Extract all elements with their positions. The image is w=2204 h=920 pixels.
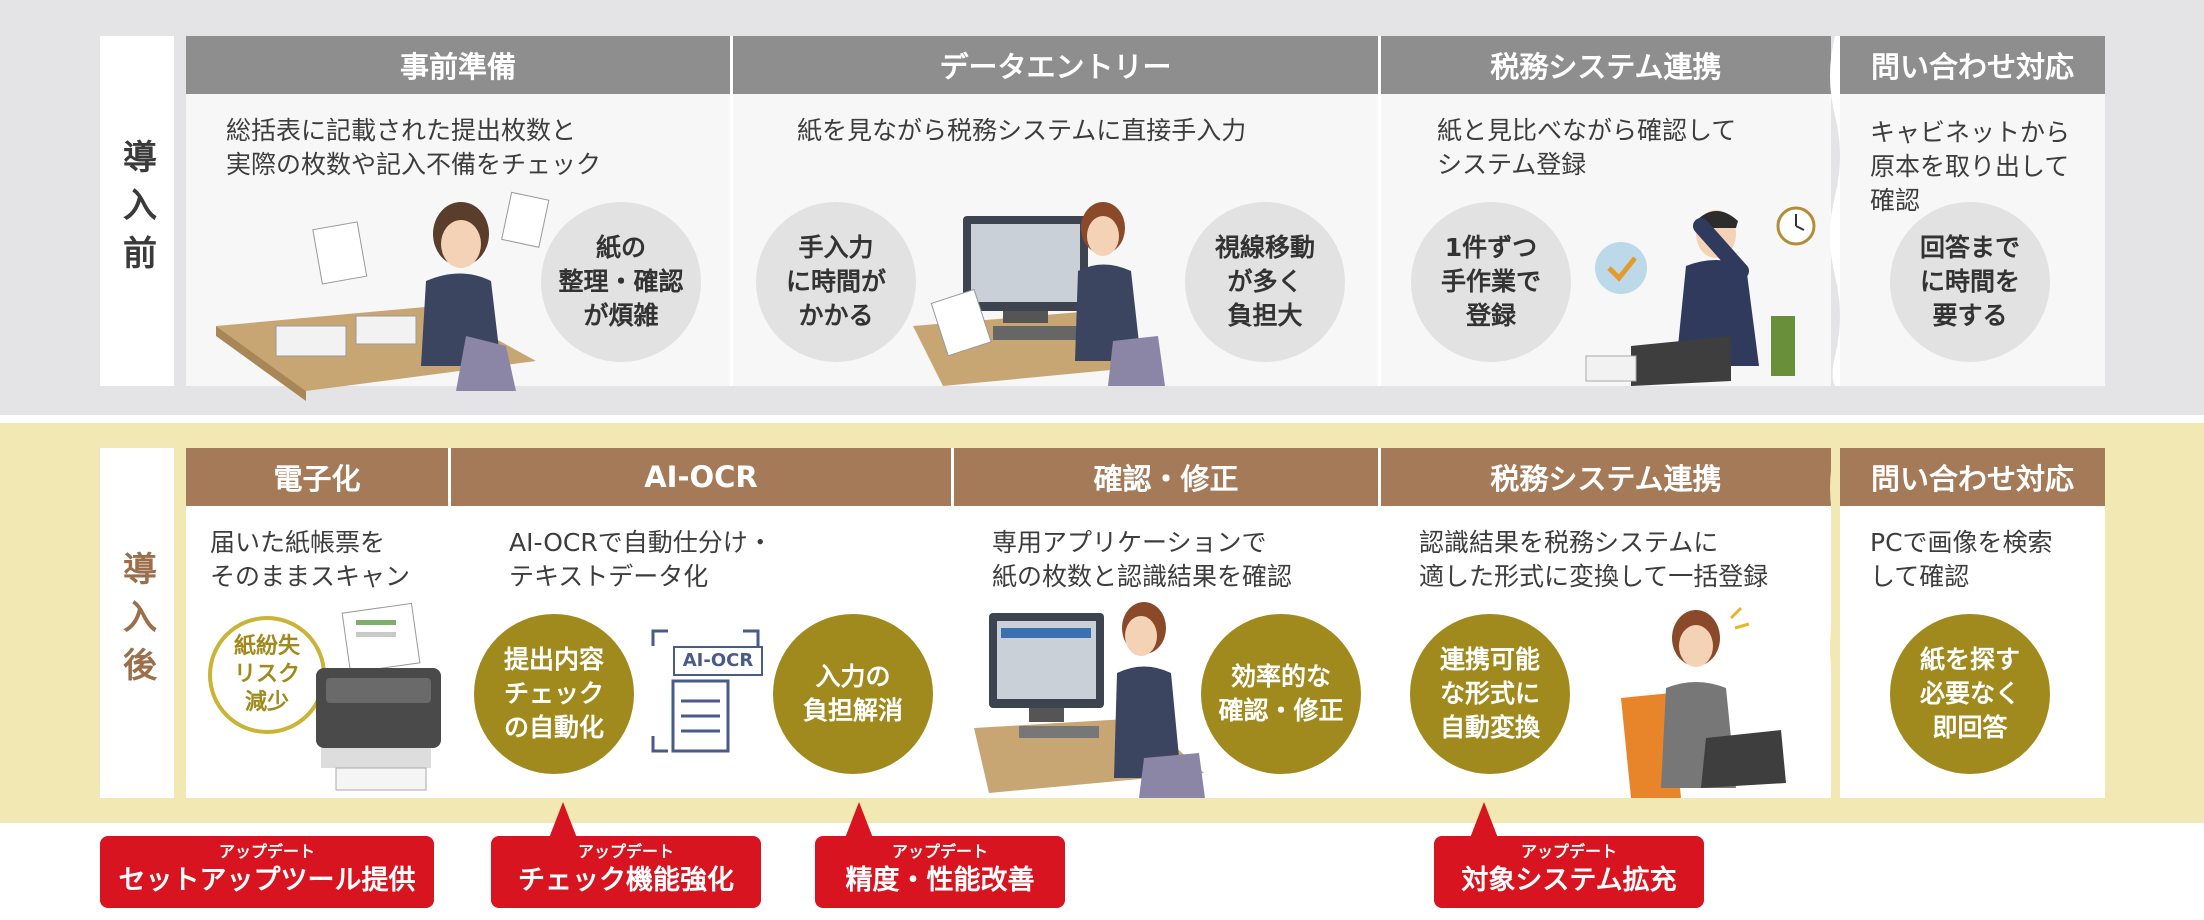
column-description: 総括表に記載された提出枚数と 実際の枚数や記入不備をチェック: [226, 116, 602, 179]
column-description: キャビネットから 原本を取り出して 確認: [1870, 118, 2071, 215]
before-side-label: 導入前: [100, 36, 174, 386]
issue-circle-right: 視線移動 が多く 負担大: [1185, 202, 1345, 362]
update-badge-accuracy: アップデート 精度・性能改善: [815, 802, 1065, 908]
issue-circle: 1件ずつ 手作業で 登録: [1411, 202, 1571, 362]
column-header: データエントリー: [733, 36, 1378, 94]
ai-ocr-document-icon: [651, 629, 760, 753]
benefit-circle: 効率的な 確認・修正: [1201, 614, 1361, 774]
column-description: PCで画像を検索 して確認: [1870, 528, 2053, 591]
woman-with-headset-illustration: [974, 602, 1205, 798]
update-pointer: [549, 802, 577, 838]
column-divider: [448, 448, 451, 798]
column-divider: [1378, 36, 1381, 386]
column-divider: [951, 448, 954, 798]
column-divider: [730, 36, 733, 386]
benefit-circle-left: 提出内容 チェック の自動化: [474, 614, 634, 774]
column-description: 届いた紙帳票を そのままスキャン: [210, 528, 411, 591]
before-column-data-entry: データエントリー 紙を見ながら税務システムに直接手入力 手入力 に時間が かかる…: [733, 36, 1378, 386]
column-header: 電子化: [186, 448, 448, 506]
issue-circle-left: 手入力 に時間が かかる: [756, 202, 916, 362]
after-column-verify: 確認・修正 専用アプリケーションで 紙の枚数と認識結果を確認 効率的な 確認・修…: [954, 448, 1378, 798]
column-header: 事前準備: [186, 36, 730, 94]
column-description: 紙と見比べながら確認して システム登録: [1437, 116, 1737, 179]
after-column-ai-ocr: AI-OCR AI-OCRで自動仕分け・ テキストデータ化 提出内容 チェック …: [451, 448, 951, 798]
issue-circle: 回答まで に時間を 要する: [1890, 202, 2050, 362]
scanner-illustration: [316, 602, 441, 791]
update-pointer: [845, 802, 873, 838]
column-description: 認識結果を税務システムに 適した形式に変換して一括登録: [1419, 528, 1769, 591]
issue-circle: 紙の 整理・確認 が煩雑: [541, 202, 701, 362]
update-badge-target-system: アップデート 対象システム拡充: [1434, 802, 1704, 908]
column-header: AI-OCR: [451, 448, 951, 506]
column-header: 問い合わせ対応: [1840, 448, 2105, 506]
woman-with-laptop-illustration: [1621, 606, 1786, 798]
column-description: 紙を見ながら税務システムに直接手入力: [797, 116, 1247, 145]
column-header: 税務システム連携: [1381, 448, 1831, 506]
column-description: 専用アプリケーションで 紙の枚数と認識結果を確認: [992, 528, 1293, 591]
benefit-circle: 連携可能 な形式に 自動変換: [1410, 614, 1570, 774]
woman-typing-illustration: [913, 202, 1165, 386]
update-badge-setup-tool: アップデート セットアップツール提供: [100, 836, 434, 908]
update-badge-check-function: アップデート チェック機能強化: [491, 802, 761, 908]
man-troubled-illustration: [1585, 206, 1816, 386]
column-header: 税務システム連携: [1381, 36, 1831, 94]
benefit-circle: 紙紛失 リスク 減少: [208, 616, 326, 734]
column-header: 問い合わせ対応: [1840, 36, 2105, 94]
after-column-inquiry: 問い合わせ対応 PCで画像を検索 して確認 紙を探す 必要なく 即回答: [1840, 448, 2105, 798]
before-column-inquiry: 問い合わせ対応 キャビネットから 原本を取り出して 確認 回答まで に時間を 要…: [1840, 36, 2105, 386]
after-side-label: 導入後: [100, 448, 174, 798]
before-column-preparation: 事前準備 総括表に記載された提出枚数と 実際の枚数や記入不備をチェック 紙の 整…: [186, 36, 730, 401]
benefit-circle: 紙を探す 必要なく 即回答: [1890, 614, 2050, 774]
update-pointer: [1470, 802, 1498, 838]
after-column-digitize: 電子化 届いた紙帳票を そのままスキャン 紙紛失 リスク 減少: [186, 448, 448, 798]
before-column-tax-system: 税務システム連携 紙と見比べながら確認して システム登録 1件ずつ 手作業で 登…: [1381, 36, 1831, 386]
after-column-tax-system: 税務システム連携 認識結果を税務システムに 適した形式に変換して一括登録 連携可…: [1381, 448, 1831, 798]
column-divider: [1378, 448, 1381, 798]
benefit-circle-right: 入力の 負担解消: [773, 614, 933, 774]
ai-ocr-icon-label: AI-OCR: [673, 646, 763, 676]
woman-checking-papers-illustration: [216, 191, 550, 401]
column-header: 確認・修正: [954, 448, 1378, 506]
column-description: AI-OCRで自動仕分け・ テキストデータ化: [509, 528, 773, 591]
